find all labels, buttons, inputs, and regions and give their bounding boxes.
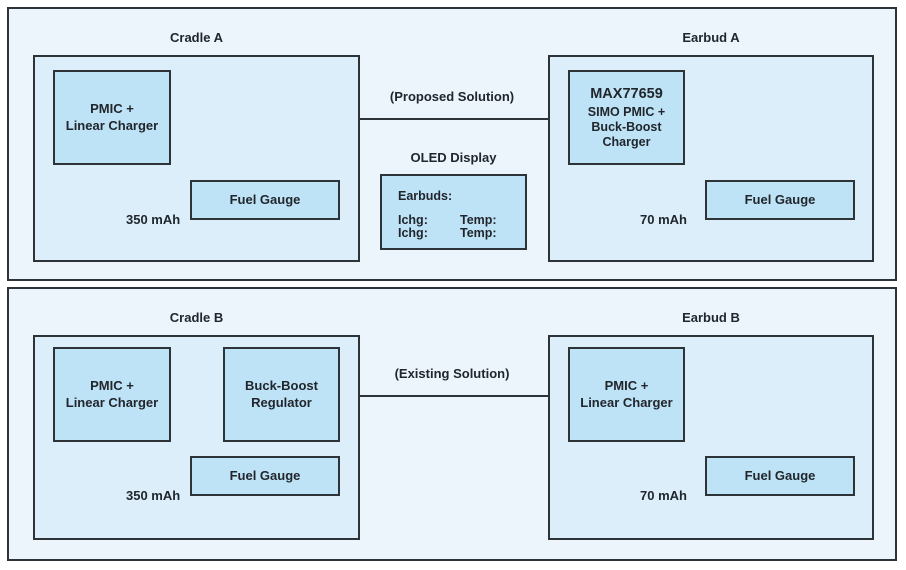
buck-boost-regulator-box: Buck-Boost Regulator <box>223 347 340 442</box>
earbud-a-title: Earbud A <box>682 30 740 45</box>
pmic-linear-charger-box: PMIC + Linear Charger <box>53 347 171 442</box>
battery-capacity-label: 70 mAh <box>640 488 687 503</box>
battery-capacity-label: 350 mAh <box>126 212 181 227</box>
cradle-a-title: Cradle A <box>170 30 223 45</box>
arrow-existing <box>340 390 568 402</box>
oled-ichg-1: Ichg: <box>398 213 428 227</box>
pmic-linear-charger-box: PMIC + Linear Charger <box>568 347 685 442</box>
max77659-box: MAX77659 SIMO PMIC + Buck-Boost Charger <box>568 70 685 165</box>
proposed-solution-label: (Proposed Solution) <box>389 89 515 104</box>
oled-display-title: OLED Display <box>410 150 497 165</box>
oled-temp-1: Temp: <box>460 213 497 227</box>
chip-name: MAX77659 <box>590 85 663 102</box>
oled-ichg-2: Ichg: <box>398 226 428 240</box>
chip-description: SIMO PMIC + Buck-Boost Charger <box>587 104 666 150</box>
fuel-gauge-box: Fuel Gauge <box>705 180 855 220</box>
oled-display-box: Earbuds: Ichg: Temp: Ichg: Temp: <box>380 174 527 250</box>
fuel-gauge-box: Fuel Gauge <box>190 456 340 496</box>
fuel-gauge-box: Fuel Gauge <box>190 180 340 220</box>
panel-proposed-solution: Cradle A Earbud A PMIC + Linear Charger … <box>7 7 897 281</box>
cradle-b-title: Cradle B <box>169 310 224 325</box>
pmic-linear-charger-box: PMIC + Linear Charger <box>53 70 171 165</box>
existing-solution-label: (Existing Solution) <box>394 366 510 381</box>
panel-existing-solution: Cradle B Earbud B PMIC + Linear Charger … <box>7 287 897 561</box>
oled-header: Earbuds: <box>398 189 453 203</box>
earbud-b-title: Earbud B <box>682 310 740 325</box>
fuel-gauge-box: Fuel Gauge <box>705 456 855 496</box>
battery-capacity-label: 350 mAh <box>126 488 181 503</box>
battery-capacity-label: 70 mAh <box>640 212 687 227</box>
oled-temp-2: Temp: <box>460 226 497 240</box>
